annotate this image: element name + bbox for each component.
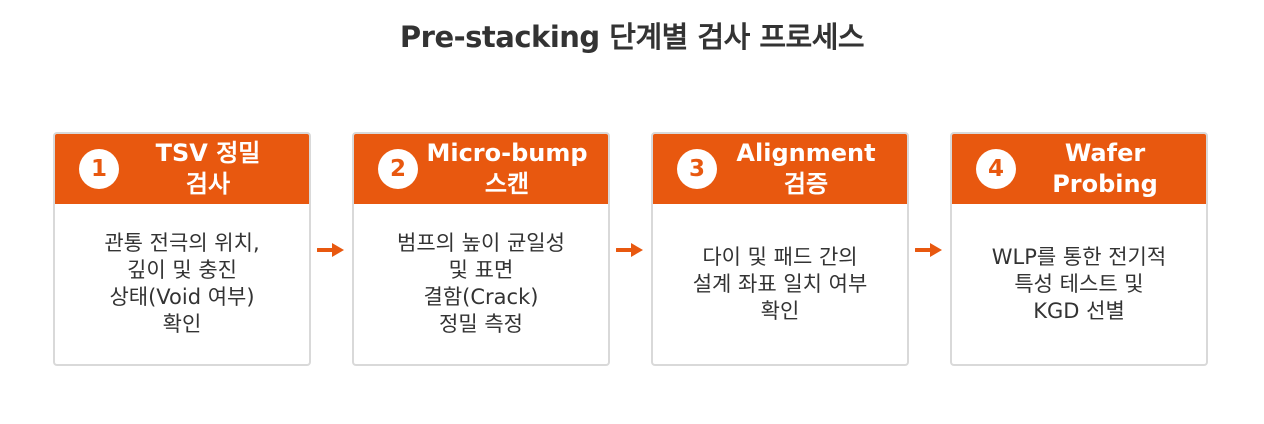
arrow-right-icon <box>616 243 643 257</box>
arrow-right-icon <box>317 243 344 257</box>
step-header: 4 Wafer Probing <box>952 134 1206 204</box>
step-title: Micro-bump 스캔 <box>426 139 588 198</box>
step-card-2: 2 Micro-bump 스캔 범프의 높이 균일성 및 표면 결함(Crack… <box>352 132 610 366</box>
page-title: Pre-stacking 단계별 검사 프로세스 <box>399 20 865 54</box>
step-header: 2 Micro-bump 스캔 <box>354 134 608 204</box>
step-card-3: 3 Alignment 검증 다이 및 패드 간의 설계 좌표 일치 여부 확인 <box>651 132 909 366</box>
step-description: WLP를 통한 전기적 특성 테스트 및 KGD 선별 <box>991 244 1167 323</box>
step-title: Alignment 검증 <box>736 139 876 198</box>
step-number-badge: 2 <box>378 149 418 189</box>
arrow-right-icon <box>915 243 942 257</box>
step-title: Wafer Probing <box>1052 139 1158 198</box>
step-header: 3 Alignment 검증 <box>653 134 907 204</box>
step-description: 범프의 높이 균일성 및 표면 결함(Crack) 정밀 측정 <box>397 231 565 336</box>
step-number-badge: 1 <box>79 149 119 189</box>
step-title: TSV 정밀 검사 <box>155 139 261 198</box>
step-description: 관통 전극의 위치, 깊이 및 충진 상태(Void 여부) 확인 <box>104 231 260 336</box>
step-card-1: 1 TSV 정밀 검사 관통 전극의 위치, 깊이 및 충진 상태(Void 여… <box>53 132 311 366</box>
step-card-4: 4 Wafer Probing WLP를 통한 전기적 특성 테스트 및 KGD… <box>950 132 1208 366</box>
step-number-badge: 3 <box>677 149 717 189</box>
step-description: 다이 및 패드 간의 설계 좌표 일치 여부 확인 <box>692 244 868 323</box>
step-number-badge: 4 <box>976 149 1016 189</box>
step-header: 1 TSV 정밀 검사 <box>55 134 309 204</box>
